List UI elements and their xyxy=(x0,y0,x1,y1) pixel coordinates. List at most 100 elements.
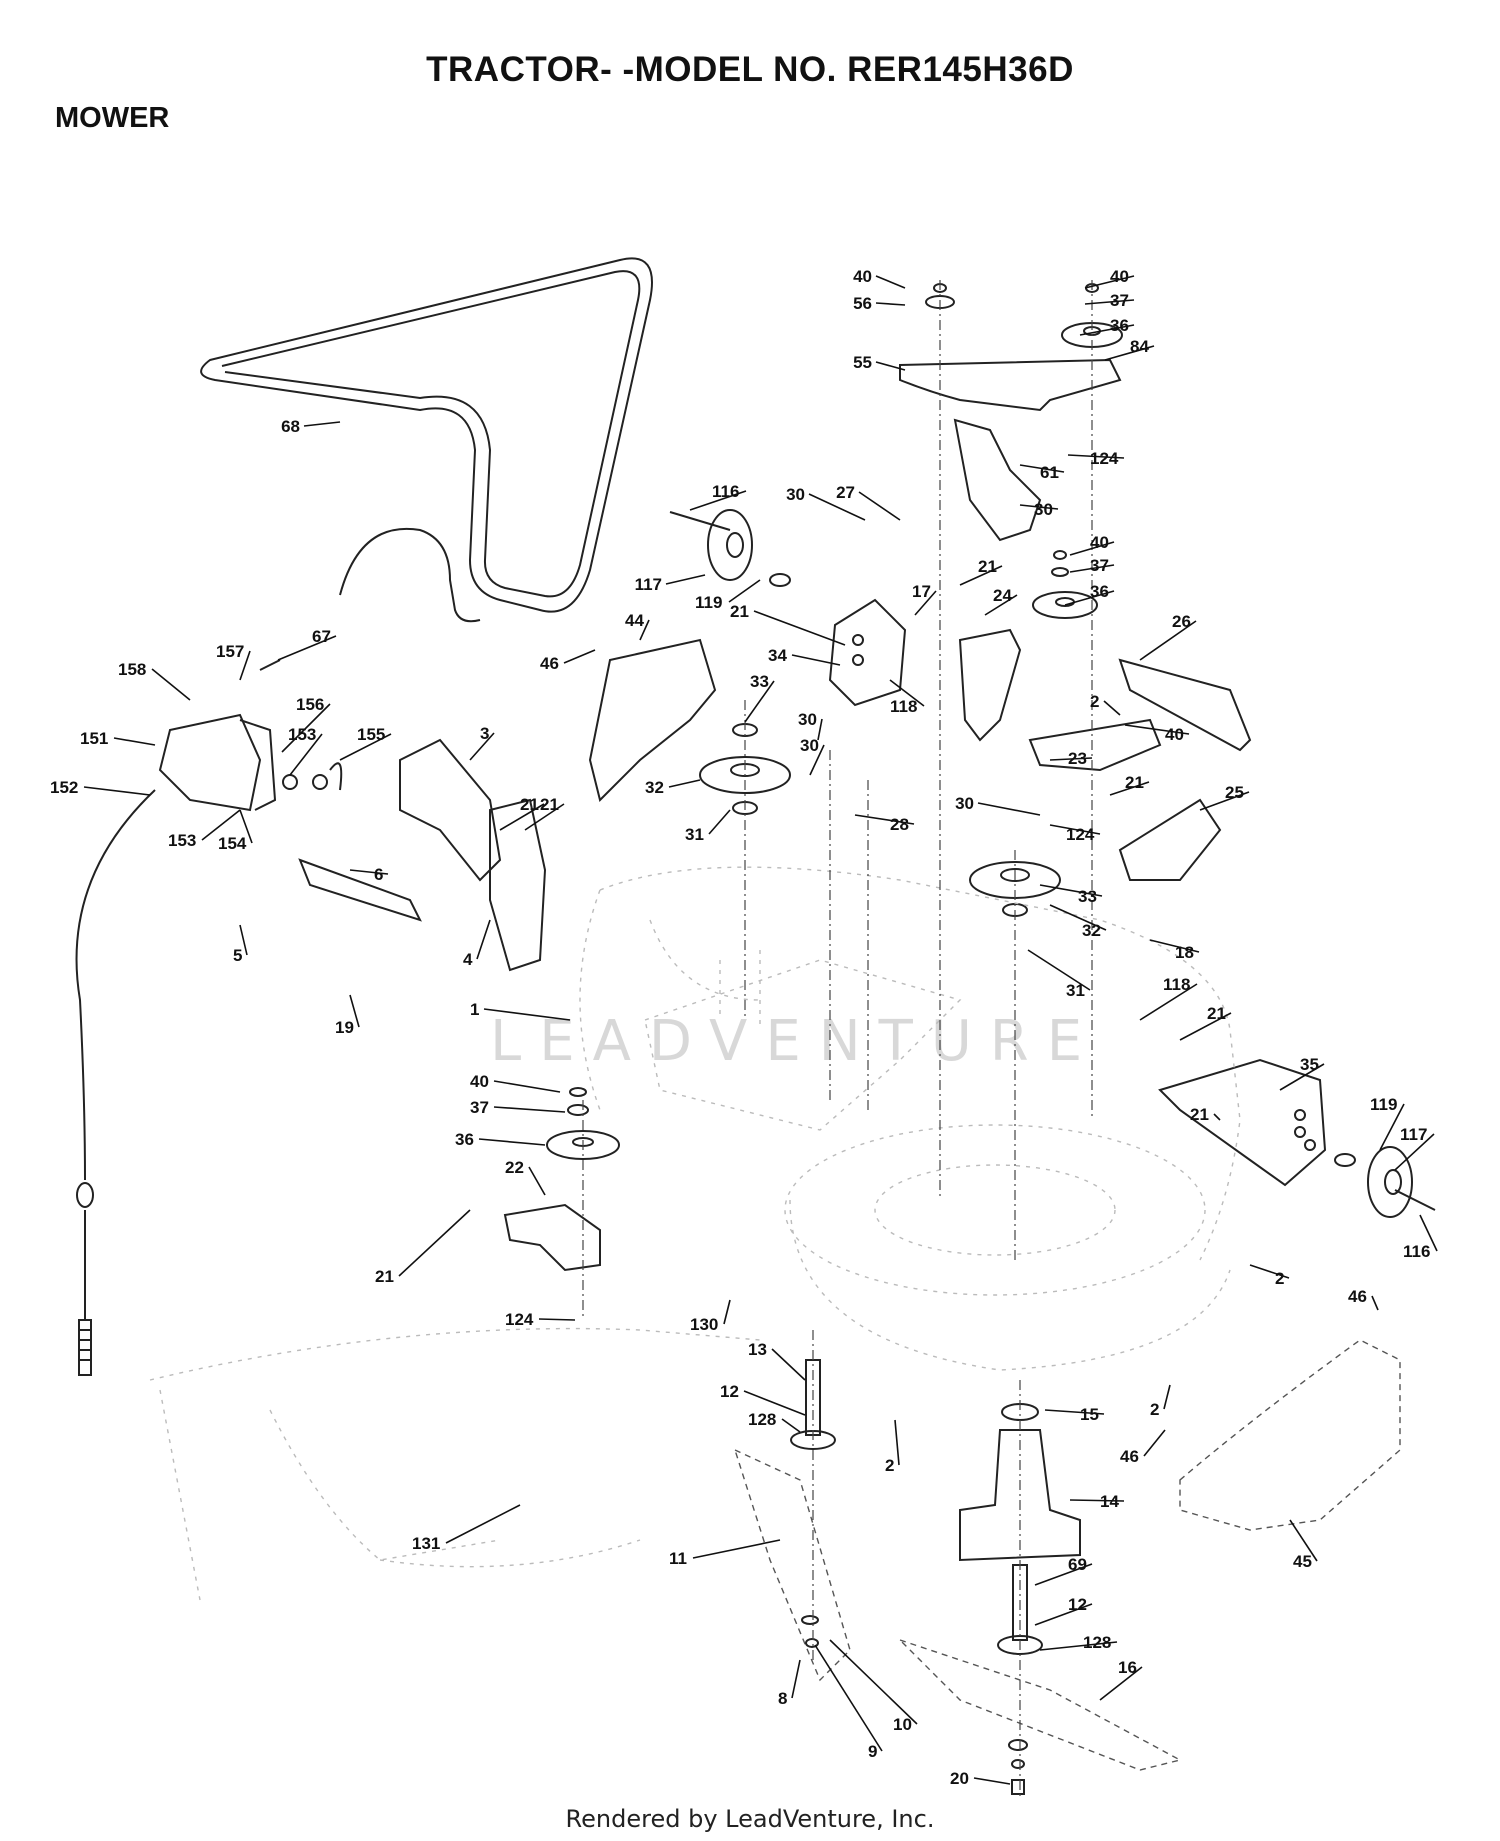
callout-number: 17 xyxy=(912,582,931,601)
callout-number: 2 xyxy=(1090,692,1099,711)
callout-number: 13 xyxy=(748,1340,767,1359)
callout-number: 45 xyxy=(1293,1552,1312,1571)
blade-hardware xyxy=(801,1615,1028,1795)
callout-leader xyxy=(1289,1519,1318,1562)
callout-number: 156 xyxy=(296,695,324,714)
callout-leader xyxy=(791,1659,801,1699)
callout-leader xyxy=(1049,824,1101,835)
callout-leader xyxy=(239,650,251,681)
callout-number: 36 xyxy=(1110,316,1129,335)
discharge-baffle xyxy=(1179,1339,1401,1531)
gauge-wheel-left xyxy=(669,509,791,587)
callout-number: 5 xyxy=(233,946,242,965)
callout-leader xyxy=(973,1777,1011,1785)
callout-leader xyxy=(1143,1429,1166,1457)
callout-leader xyxy=(349,869,389,875)
callout-leader xyxy=(1179,1012,1232,1041)
callout-number: 31 xyxy=(1066,981,1085,1000)
callout-number: 155 xyxy=(357,725,385,744)
callout-number: 158 xyxy=(118,660,146,679)
callout-number: 19 xyxy=(335,1018,354,1037)
mower-deck-housing xyxy=(579,866,1241,1371)
callout-leader xyxy=(723,1299,731,1325)
callout-number: 8 xyxy=(778,1689,787,1708)
callout-number: 26 xyxy=(1172,612,1191,631)
callout-number: 21 xyxy=(978,557,997,576)
callout-leader xyxy=(814,1644,883,1752)
callout-leader xyxy=(493,1106,566,1113)
callout-leader xyxy=(875,361,906,371)
callout-number: 31 xyxy=(685,825,704,844)
callout-leader xyxy=(808,493,866,521)
callout-leader xyxy=(959,565,1003,586)
callout-leader xyxy=(476,919,491,960)
callout-number: 152 xyxy=(50,778,78,797)
callout-leader xyxy=(483,1008,571,1021)
callout-number: 9 xyxy=(868,1742,877,1761)
callout-number: 131 xyxy=(412,1534,440,1553)
callout-number: 30 xyxy=(1034,500,1053,519)
callout-leader xyxy=(83,786,151,796)
callout-leader xyxy=(1371,1295,1379,1311)
callout-number: 153 xyxy=(288,725,316,744)
callout-leader xyxy=(281,703,331,753)
callout-number: 67 xyxy=(312,627,331,646)
callout-leader xyxy=(1027,949,1091,991)
mower-blades xyxy=(733,1448,1182,1771)
callout-number: 56 xyxy=(853,294,872,313)
callout-leader xyxy=(858,491,901,521)
callout-leader xyxy=(1049,757,1093,761)
callout-leader xyxy=(781,1418,801,1433)
callout-number: 117 xyxy=(635,575,662,594)
callout-number: 117 xyxy=(1400,1125,1427,1144)
callout-number: 21 xyxy=(730,602,749,621)
callout-number: 21 xyxy=(1125,773,1144,792)
callout-number: 124 xyxy=(1066,825,1095,844)
callout-leader xyxy=(528,1166,546,1196)
callout-leader xyxy=(1034,1603,1093,1626)
callout-leader xyxy=(875,275,906,289)
callout-leader xyxy=(708,809,731,835)
callout-number: 15 xyxy=(1080,1405,1099,1424)
callout-number: 14 xyxy=(1100,1492,1119,1511)
spindle-assemblies xyxy=(790,1359,1081,1655)
callout-number: 16 xyxy=(1118,1658,1137,1677)
callout-leader xyxy=(113,737,156,746)
callout-number: 21 xyxy=(540,795,559,814)
callout-leader xyxy=(1019,464,1065,473)
callout-leader xyxy=(1079,324,1135,336)
callout-leader xyxy=(809,744,825,776)
callout-leader xyxy=(1039,1641,1118,1651)
callout-leader xyxy=(398,1209,471,1277)
callout-number: 12 xyxy=(1068,1595,1087,1614)
callout-number: 2 xyxy=(1275,1269,1284,1288)
callout-leader xyxy=(1019,504,1059,510)
callout-leader xyxy=(289,733,323,776)
page-title: TRACTOR- -MODEL NO. RER145H36D xyxy=(426,50,1074,89)
callout-number: 18 xyxy=(1175,943,1194,962)
drive-belt xyxy=(200,257,653,623)
callout-number: 28 xyxy=(890,815,909,834)
callout-number: 118 xyxy=(1163,975,1190,994)
callout-leader xyxy=(791,654,841,666)
callout-number: 34 xyxy=(768,646,787,665)
callout-leader xyxy=(1379,1103,1405,1151)
callout-leader xyxy=(1069,541,1115,556)
callout-number: 153 xyxy=(168,831,196,850)
callout-leader xyxy=(914,590,937,616)
control-cable xyxy=(75,789,156,1376)
callout-leader xyxy=(1249,1264,1290,1279)
callout-number: 27 xyxy=(836,483,855,502)
callout-number: 157 xyxy=(216,642,244,661)
callout-leader xyxy=(493,1080,561,1093)
section-heading: MOWER xyxy=(55,102,170,134)
callout-number: 116 xyxy=(712,482,739,501)
callout-number: 21 xyxy=(1190,1105,1209,1124)
callout-leader xyxy=(1279,1063,1325,1091)
callout-number: 35 xyxy=(1300,1055,1319,1074)
callout-leader xyxy=(469,732,495,761)
callout-number: 30 xyxy=(955,794,974,813)
callout-number: 37 xyxy=(1110,291,1129,310)
callout-number: 44 xyxy=(625,611,644,630)
